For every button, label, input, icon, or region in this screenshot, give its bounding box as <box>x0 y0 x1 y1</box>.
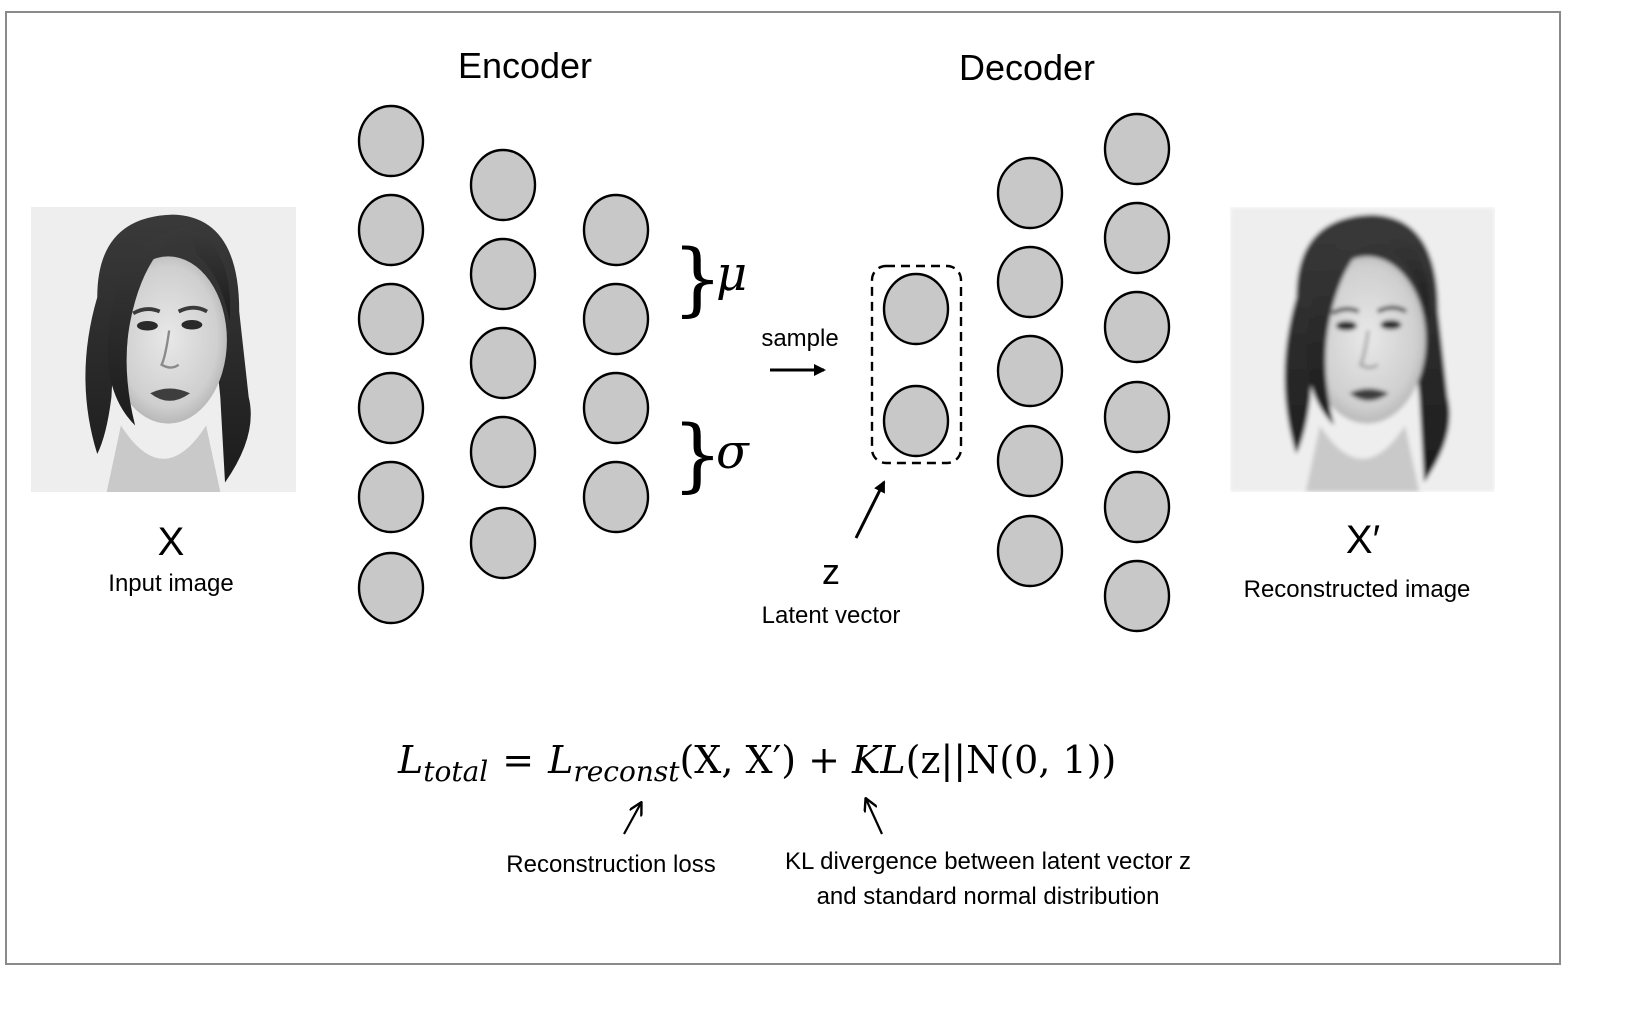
sigma-brace: } <box>672 408 723 501</box>
encoder-node <box>582 193 650 267</box>
encoder-node <box>469 237 537 311</box>
encoder-node <box>469 415 537 489</box>
encoder-node <box>357 282 425 356</box>
encoder-layer-1 <box>357 104 425 625</box>
encoder-node <box>357 193 425 267</box>
decoder-node <box>1103 201 1171 275</box>
decoder-node <box>996 156 1064 230</box>
sigma-symbol: σ <box>716 424 750 480</box>
decoder-node <box>1103 470 1171 544</box>
encoder-node <box>357 551 425 625</box>
loss-reconst-L: L <box>547 738 573 782</box>
mu-brace: } <box>672 232 723 325</box>
decoder-layer-2 <box>1103 112 1171 633</box>
loss-equation: Ltotal = Lreconst(X, X′) + KL(z||N(0, 1)) <box>397 738 1116 788</box>
kl-label-line2: and standard normal distribution <box>817 883 1160 910</box>
reconstruction-loss-arrow <box>623 803 641 835</box>
reconstructed-image <box>1230 207 1495 492</box>
kl-label-line1: KL divergence between latent vector z <box>785 848 1191 875</box>
latent-node <box>882 384 950 458</box>
decoder-node <box>996 245 1064 319</box>
encoder-node <box>469 326 537 400</box>
loss-args: (X, X′) + <box>679 738 852 782</box>
decoder-node <box>1103 112 1171 186</box>
decoder-node <box>1103 559 1171 633</box>
encoder-node <box>357 371 425 445</box>
decoder-node <box>1103 380 1171 454</box>
loss-equals: = <box>502 738 534 782</box>
latent-arrow <box>854 480 886 539</box>
loss-kl: KL <box>851 738 906 782</box>
latent-node <box>882 272 950 346</box>
decoder-node <box>1103 290 1171 364</box>
encoder-node <box>582 371 650 445</box>
reconstruction-loss-label: Reconstruction loss <box>506 851 715 878</box>
loss-reconst-sub: reconst <box>573 755 680 788</box>
kl-arrow <box>866 799 884 835</box>
output-caption: Reconstructed image <box>1244 576 1471 603</box>
encoder-node <box>357 104 425 178</box>
input-caption: Input image <box>108 570 233 597</box>
encoder-title: Encoder <box>458 45 592 86</box>
input-symbol: X <box>158 520 185 564</box>
latent-caption: Latent vector <box>762 602 901 629</box>
encoder-node <box>357 460 425 534</box>
encoder-node <box>469 148 537 222</box>
input-image <box>31 207 296 492</box>
latent-symbol: z <box>822 551 840 592</box>
encoder-node <box>582 282 650 356</box>
decoder-node <box>996 514 1064 588</box>
encoder-layer-3 <box>582 193 650 534</box>
decoder-node <box>996 334 1064 408</box>
mu-symbol: μ <box>716 246 747 302</box>
encoder-layer-2 <box>469 148 537 580</box>
output-symbol: X′ <box>1346 518 1380 562</box>
loss-kl-args: (z||N(0, 1)) <box>906 738 1117 782</box>
sample-label: sample <box>761 325 838 352</box>
loss-total-sub: total <box>423 755 488 788</box>
encoder-node <box>469 506 537 580</box>
decoder-title: Decoder <box>959 47 1095 88</box>
decoder-layer-1 <box>996 156 1064 588</box>
loss-total-L: L <box>397 738 423 782</box>
decoder-node <box>996 424 1064 498</box>
diagram-frame <box>5 11 1561 965</box>
latent-box <box>870 264 963 465</box>
encoder-node <box>582 460 650 534</box>
